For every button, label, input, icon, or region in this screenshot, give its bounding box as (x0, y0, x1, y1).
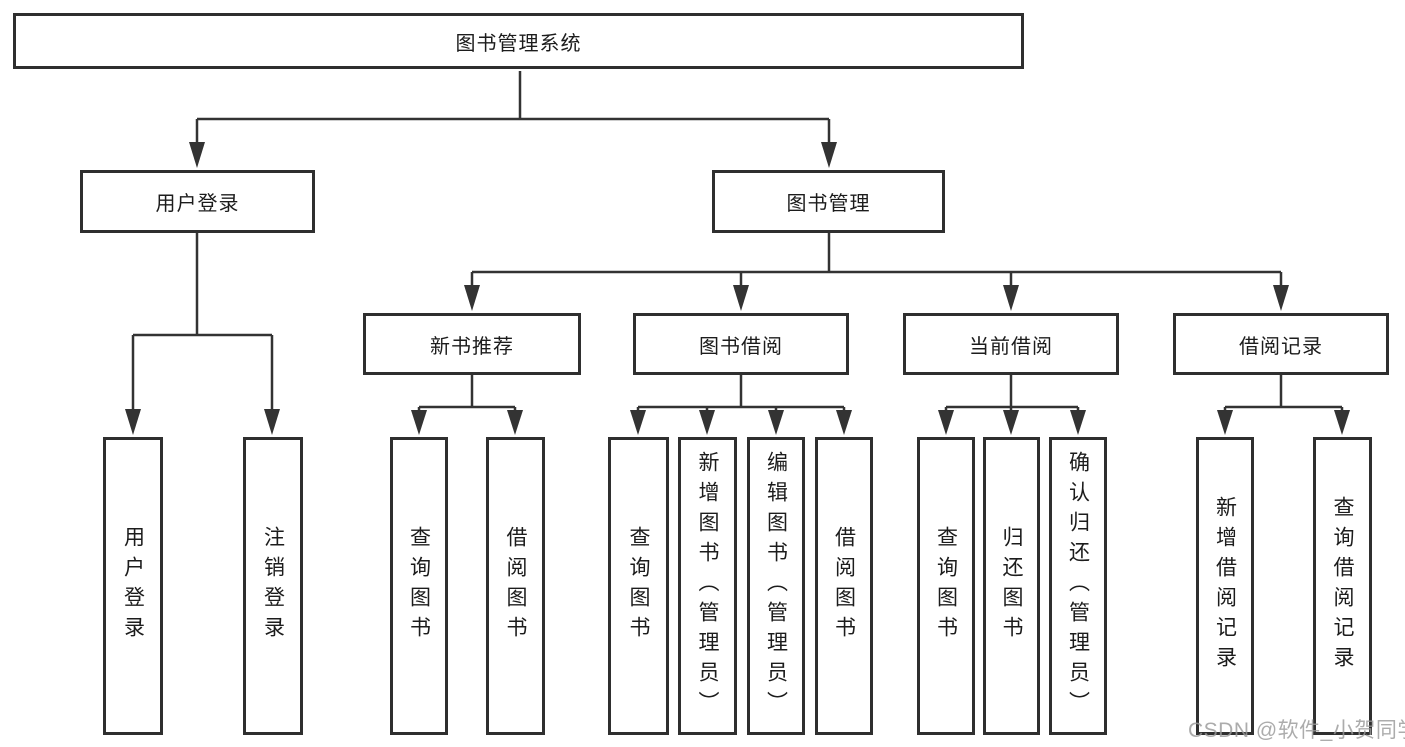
leaf-logout: 注销登录 (243, 437, 303, 735)
node-book-borrowing: 图书借阅 (633, 313, 849, 375)
leaf-user-login-label: 用户登录 (121, 526, 145, 646)
node-current-borrowing: 当前借阅 (903, 313, 1119, 375)
leaf-user-login: 用户登录 (103, 437, 163, 735)
leaf-return-books-label: 归还图书 (1000, 526, 1023, 646)
node-book-management: 图书管理 (712, 170, 945, 233)
node-user-login: 用户登录 (80, 170, 315, 233)
leaf-query-borrow-record-label: 查询借阅记录 (1331, 496, 1354, 676)
node-root-label: 图书管理系统 (455, 32, 582, 55)
leaf-query-books-3-label: 查询图书 (934, 526, 958, 646)
leaf-query-books-3: 查询图书 (917, 437, 975, 735)
node-new-book-recommend: 新书推荐 (363, 313, 581, 375)
node-root: 图书管理系统 (13, 13, 1024, 69)
leaf-query-books-2-label: 查询图书 (627, 526, 650, 646)
leaf-return-books: 归还图书 (983, 437, 1040, 735)
node-book-borrowing-label: 图书借阅 (699, 335, 783, 358)
leaf-borrow-books-1: 借阅图书 (486, 437, 545, 735)
leaf-borrow-books-2: 借阅图书 (815, 437, 873, 735)
leaf-edit-books-admin: 编辑图书（管理员） (747, 437, 805, 735)
node-book-management-label: 图书管理 (786, 193, 871, 215)
node-current-borrowing-label: 当前借阅 (969, 335, 1053, 358)
leaf-borrow-books-2-label: 借阅图书 (832, 526, 856, 646)
node-borrowing-records-label: 借阅记录 (1239, 335, 1323, 358)
leaf-query-books-2: 查询图书 (608, 437, 669, 735)
node-new-book-recommend-label: 新书推荐 (430, 335, 514, 358)
csdn-watermark: CSDN @软件_小贺同学 (1188, 719, 1405, 742)
leaf-add-books-admin: 新增图书（管理员） (678, 437, 737, 735)
node-borrowing-records: 借阅记录 (1173, 313, 1389, 375)
leaf-confirm-return-admin: 确认归还（管理员） (1049, 437, 1107, 735)
leaf-query-books-1: 查询图书 (390, 437, 448, 735)
leaf-add-books-admin-label: 新增图书（管理员） (696, 451, 719, 721)
leaf-query-books-1-label: 查询图书 (407, 526, 431, 646)
leaf-borrow-books-1-label: 借阅图书 (504, 526, 527, 646)
leaf-add-borrow-record: 新增借阅记录 (1196, 437, 1254, 735)
leaf-confirm-return-admin-label: 确认归还（管理员） (1066, 451, 1090, 721)
leaf-logout-label: 注销登录 (261, 526, 285, 646)
leaf-edit-books-admin-label: 编辑图书（管理员） (764, 451, 788, 721)
arrowheads (125, 142, 1350, 435)
leaf-add-borrow-record-label: 新增借阅记录 (1213, 496, 1237, 676)
leaf-query-borrow-record: 查询借阅记录 (1313, 437, 1372, 735)
node-user-login-label: 用户登录 (155, 193, 240, 215)
